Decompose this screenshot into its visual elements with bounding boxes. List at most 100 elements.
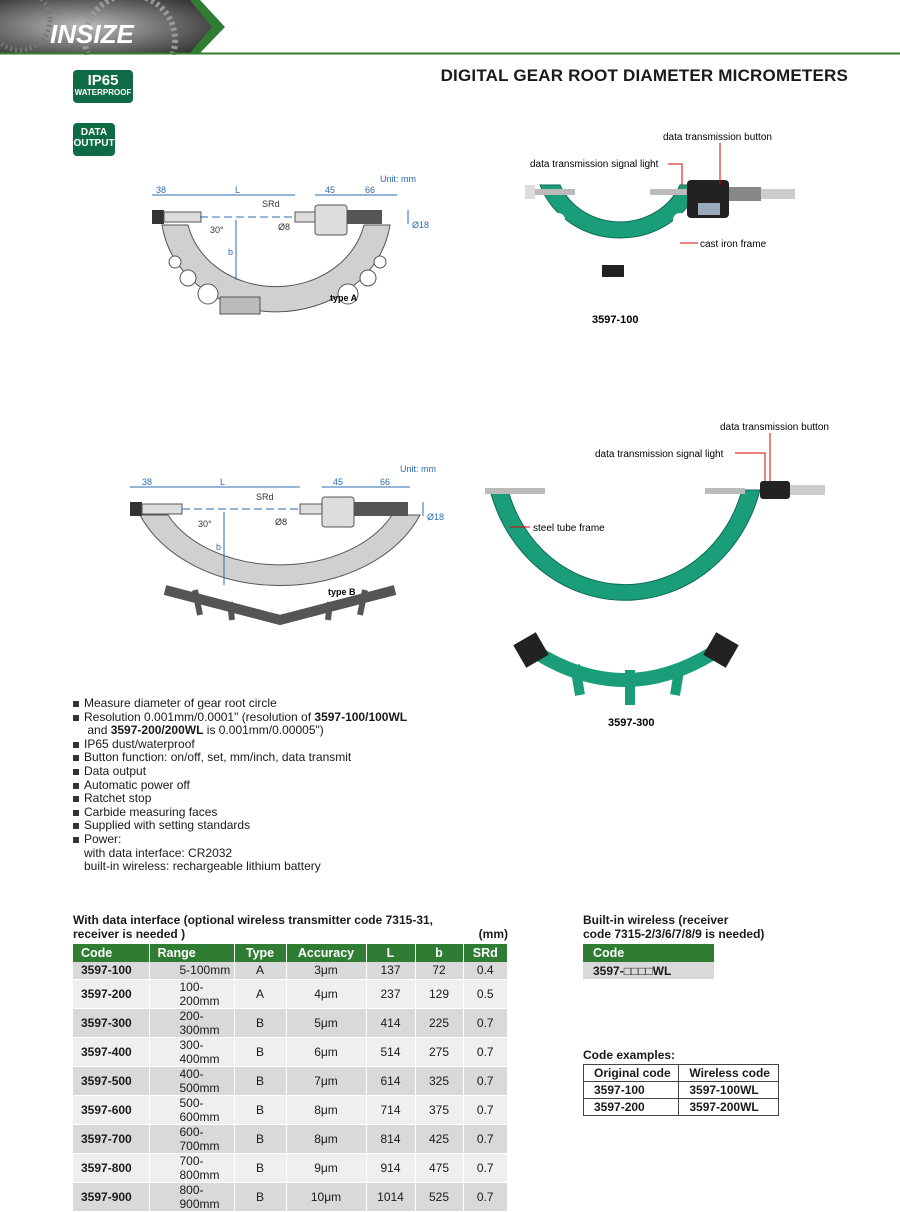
table-cell: 100-200mm [149,979,235,1009]
brand-logo: INSIZE [50,19,134,49]
spec-table-heading: With data interface (optional wireless t… [73,913,508,942]
table-cell: 0.4 [463,962,508,980]
table-cell: 375 [415,1095,464,1125]
label-transmission-button: data transmission button [720,422,829,433]
badge-output: OUTPUT [73,137,115,149]
table-cell: 0.7 [463,1153,508,1183]
dim-L: L [220,477,225,487]
dim-38: 38 [156,185,166,195]
table-cell: 8μm [286,1124,367,1154]
table-cell: 3597-800 [73,1153,150,1183]
feature-item: Data output [73,764,407,779]
table-cell: B [234,1124,287,1154]
spec-table: Code Range Type Accuracy L b SRd 3597-10… [73,944,508,1212]
table-cell: 300-400mm [149,1037,235,1067]
col-header: b [415,944,464,962]
caption-3597-100: 3597-100 [592,314,639,326]
table-cell: 10μm [286,1182,367,1212]
table-cell: 914 [366,1153,416,1183]
table-cell: 3597-200 [582,1098,680,1116]
table-cell: 814 [366,1124,416,1154]
dim-d18: Ø18 [427,512,444,522]
dim-d8: Ø8 [278,222,290,232]
table-cell: 129 [415,979,464,1009]
heading-line: receiver is needed ) (mm) [73,926,508,942]
table-cell: 3597-200 [73,979,150,1009]
table-cell: 3597-400 [73,1037,150,1067]
angle-label: 30° [210,225,224,235]
table-cell: 0.7 [463,1037,508,1067]
table-cell: 0.7 [463,1124,508,1154]
table-cell: 475 [415,1153,464,1183]
unit-label: Unit: mm [380,174,416,184]
dim-45: 45 [333,477,343,487]
heading-line: code 7315-2/3/6/7/8/9 is needed) [583,926,765,941]
table-cell: 714 [366,1095,416,1125]
feature-subitem: with data interface: CR2032 [84,845,233,860]
unit-label: (mm) [478,926,508,941]
col-header: Range [149,944,235,962]
table-cell: 275 [415,1037,464,1067]
dim-38: 38 [142,477,152,487]
angle-label: 30° [198,519,212,529]
table-cell: 0.7 [463,1066,508,1096]
table-cell: B [234,1066,287,1096]
table-cell: 5-100mm [149,962,235,980]
label-frame: cast iron frame [700,239,767,250]
dim-66: 66 [365,185,375,195]
table-cell: 3597-500 [73,1066,150,1096]
feature-item: Ratchet stop [73,792,407,806]
heading-text: receiver is needed ) [73,926,186,941]
table-cell: 137 [366,962,416,980]
table-cell: 9μm [286,1153,367,1183]
feature-item: Button function: on/off, set, mm/inch, d… [73,751,407,765]
feature-item: IP65 dust/waterproof [73,737,407,752]
table-cell: 325 [415,1066,464,1096]
col-header: SRd [463,944,508,962]
label-signal-light: data transmission signal light [595,449,724,460]
table-cell: 1014 [366,1182,416,1212]
caption-type-b: type B [328,587,356,597]
table-cell: 3597-200WL [678,1098,779,1116]
label-signal-light: data transmission signal light [530,159,659,170]
table-cell: 414 [366,1008,416,1038]
table-cell: 3597-100 [73,962,150,980]
dim-b: b [228,247,233,257]
feature-list: Measure diameter of gear root circle Res… [73,696,408,874]
diagram-type-b: 38 L 45 66 Unit: mm SRd 30° b Ø8 Ø18 typ… [130,464,444,626]
table-cell: 3μm [286,962,367,980]
table-cell: B [234,1182,287,1212]
table-cell: B [234,1008,287,1038]
caption-type-a: type A [330,293,358,303]
feature-item: Measure diameter of gear root circle [73,696,407,711]
table-cell: 425 [415,1124,464,1154]
label-transmission-button: data transmission button [663,132,772,143]
table-cell: A [234,962,287,980]
feature-model: 3597-100/100WL [314,709,408,724]
table-cell: 8μm [286,1095,367,1125]
table-cell: 237 [366,979,416,1009]
diagram-type-a: 38 L 45 66 Unit: mm SRd 30° b Ø8 Ø18 typ… [152,174,429,315]
table-cell: 0.7 [463,1182,508,1212]
col-header: Code [583,944,714,962]
srd-label: SRd [256,492,274,502]
wireless-code-table: Code 3597-□□□□WL [583,944,714,979]
dim-d18: Ø18 [412,220,429,230]
table-cell: 7μm [286,1066,367,1096]
table-cell: 3597-900 [73,1182,150,1212]
dim-L: L [235,185,240,195]
dim-b: b [216,542,221,552]
feature-subitem: built-in wireless: rechargeable lithium … [84,859,321,874]
col-header: Type [234,944,287,962]
badge-data: DATA [80,127,108,138]
col-header: Accuracy [286,944,367,962]
table-cell: 500-600mm [149,1095,235,1125]
dim-d8: Ø8 [275,517,287,527]
